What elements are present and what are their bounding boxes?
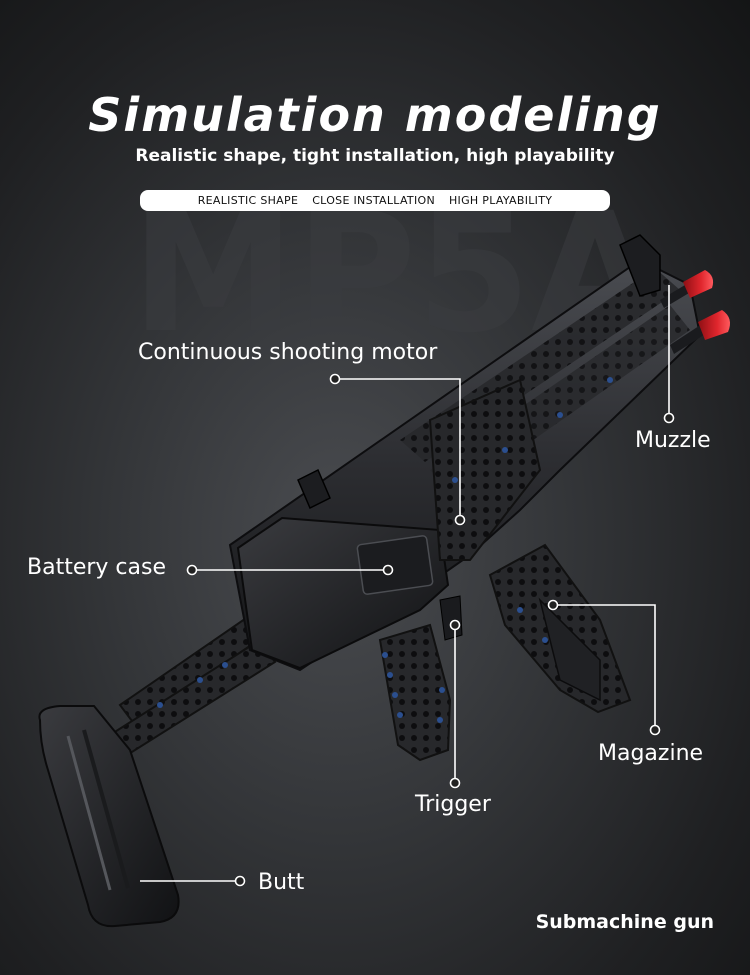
badge-text-3: HIGH PLAYABILITY bbox=[448, 194, 553, 207]
label-motor: Continuous shooting motor bbox=[138, 340, 438, 365]
motor-frame bbox=[428, 378, 542, 561]
page-subtitle: Realistic shape, tight installation, hig… bbox=[135, 146, 615, 166]
blue-pins bbox=[157, 377, 613, 723]
badge-text-2: CLOSE INSTALLATION bbox=[312, 194, 435, 207]
label-muzzle: Muzzle bbox=[635, 428, 711, 453]
front-sight bbox=[619, 234, 661, 297]
grip bbox=[378, 623, 452, 762]
page-title: Simulation modeling bbox=[88, 88, 662, 142]
label-battery: Battery case bbox=[27, 555, 166, 580]
magazine-callout-line bbox=[553, 604, 656, 730]
callout-lines bbox=[140, 285, 675, 887]
barrel-lower bbox=[670, 310, 730, 354]
rear-sight bbox=[297, 468, 331, 510]
motor-callout-line bbox=[335, 378, 461, 520]
label-trigger: Trigger bbox=[415, 792, 491, 817]
trigger bbox=[439, 595, 463, 641]
product-caption: Submachine gun bbox=[535, 911, 714, 933]
badge-text-1: REALISTIC SHAPE bbox=[197, 194, 299, 207]
feature-badge: REALISTIC SHAPE CLOSE INSTALLATION HIGH … bbox=[140, 190, 610, 211]
gun-model bbox=[38, 234, 730, 928]
label-butt: Butt bbox=[258, 870, 305, 895]
label-magazine: Magazine bbox=[598, 741, 704, 766]
